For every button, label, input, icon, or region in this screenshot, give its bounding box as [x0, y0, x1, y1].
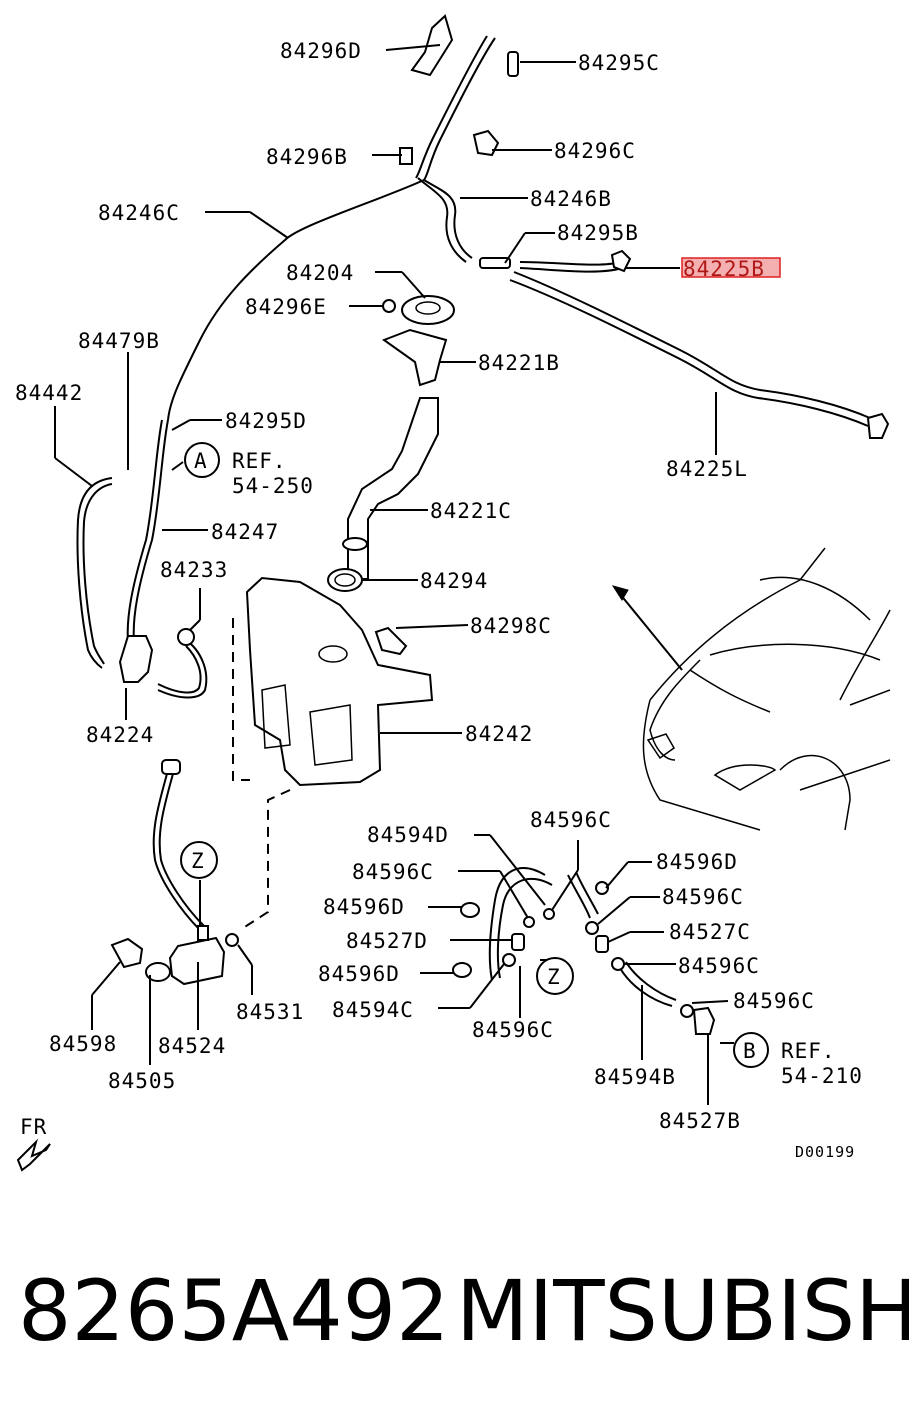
label-84296B: 84296B [266, 145, 348, 169]
label-84221B: 84221B [478, 351, 560, 375]
label-84296E: 84296E [245, 295, 327, 319]
label-84295C: 84295C [578, 51, 660, 75]
label-84596C-3: 84596C [662, 885, 744, 909]
label-84296D: 84296D [280, 39, 362, 63]
caption: 8265A492 MITSUBISHI [18, 1262, 909, 1360]
label-84596C-4: 84596C [678, 954, 760, 978]
callout-z-2: Z [547, 965, 561, 989]
label-84596C-5: 84596C [733, 989, 815, 1013]
ref-circle-a [184, 442, 220, 478]
part-labels: 84296D 84295C 84296B 84296C 84246C 84246… [15, 39, 815, 1133]
label-84225B: 84225B [683, 257, 765, 281]
reference-markers: A REF. 54-250 B REF. 54-210 Z Z FR D0019… [20, 442, 863, 1161]
ref-a-marker: A [194, 449, 208, 473]
callout-circle-z-2 [536, 957, 574, 995]
caption-brand: MITSUBISHI [456, 1262, 909, 1360]
label-84594D: 84594D [367, 823, 449, 847]
ref-b-marker: B [743, 1039, 757, 1063]
ref-circle-b [733, 1032, 769, 1068]
label-84247: 84247 [211, 520, 279, 544]
label-84479B: 84479B [78, 329, 160, 353]
label-84524: 84524 [158, 1034, 226, 1058]
washer-hoses [76, 35, 871, 1007]
label-84233: 84233 [160, 558, 228, 582]
front-marker-label: FR [20, 1115, 47, 1139]
component-drawings [110, 14, 890, 1035]
highlight-box [681, 257, 781, 278]
ref-b-line2: 54-210 [781, 1064, 863, 1088]
label-84594C: 84594C [332, 998, 414, 1022]
callout-z-1: Z [191, 849, 205, 873]
label-84527D: 84527D [346, 929, 428, 953]
label-84598: 84598 [49, 1032, 117, 1056]
label-84596D-3: 84596D [318, 962, 400, 986]
vehicle-location-view [611, 547, 891, 831]
label-84596D-2: 84596D [323, 895, 405, 919]
label-84224: 84224 [86, 723, 154, 747]
callout-circle-z-1 [180, 841, 218, 879]
label-84505: 84505 [108, 1069, 176, 1093]
label-84221C: 84221C [430, 499, 512, 523]
label-84442: 84442 [15, 381, 83, 405]
label-84246C: 84246C [98, 201, 180, 225]
ref-b-line1: REF. [781, 1039, 836, 1063]
label-84527C: 84527C [669, 920, 751, 944]
label-84531: 84531 [236, 1000, 304, 1024]
label-84295D: 84295D [225, 409, 307, 433]
label-84298C: 84298C [470, 614, 552, 638]
label-84594B: 84594B [594, 1065, 676, 1089]
drawing-code: D00199 [795, 1143, 855, 1161]
ref-a-line1: REF. [232, 449, 287, 473]
caption-part-number: 8265A492 [18, 1262, 450, 1360]
label-84225L: 84225L [666, 457, 748, 481]
label-84204: 84204 [286, 261, 354, 285]
label-84596C-6: 84596C [472, 1018, 554, 1042]
label-84295B: 84295B [557, 221, 639, 245]
label-84596C-1: 84596C [530, 808, 612, 832]
leader-lines [16, 44, 734, 1172]
label-84246B: 84246B [530, 187, 612, 211]
label-84294: 84294 [420, 569, 488, 593]
label-84596D-1: 84596D [656, 850, 738, 874]
label-84296C: 84296C [554, 139, 636, 163]
ref-a-line2: 54-250 [232, 474, 314, 498]
label-84527B: 84527B [659, 1109, 741, 1133]
label-84242: 84242 [465, 722, 533, 746]
label-84596C-2: 84596C [352, 860, 434, 884]
